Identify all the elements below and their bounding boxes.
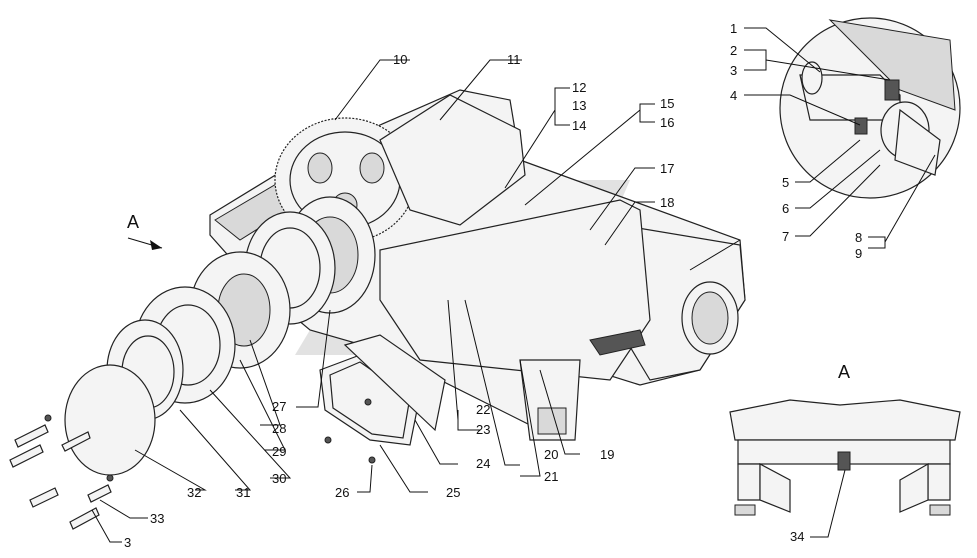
label-14: 14 [572, 118, 586, 133]
label-4: 4 [730, 88, 737, 103]
label-5: 5 [782, 175, 789, 190]
label-33: 33 [150, 511, 164, 526]
leader-lines [91, 27, 936, 543]
label-26: 26 [335, 485, 349, 500]
label-20: 20 [544, 447, 558, 462]
label-10: 10 [393, 52, 407, 67]
label-15: 15 [660, 96, 674, 111]
label-18: 18 [660, 195, 674, 210]
label-8: 8 [855, 230, 862, 245]
label-34: 34 [790, 529, 804, 544]
label-19: 19 [600, 447, 614, 462]
label-11: 11 [507, 52, 521, 67]
label-2: 2 [730, 43, 737, 58]
view-marker: A [127, 212, 139, 232]
label-24: 24 [476, 456, 490, 471]
label-21: 21 [544, 469, 558, 484]
view-arrow [127, 237, 163, 250]
label-22: 22 [476, 402, 490, 417]
label-30: 30 [272, 471, 286, 486]
label-32: 32 [187, 485, 201, 500]
bearing-seal-stack [64, 196, 376, 476]
part-labels: A A 1 2 3 4 5 6 7 8 9 10 11 12 13 14 15 … [124, 21, 862, 550]
label-29: 29 [272, 444, 286, 459]
label-13: 13 [572, 98, 586, 113]
label-3-bottom: 3 [124, 535, 131, 550]
label-27: 27 [272, 399, 286, 414]
bolts [9, 414, 114, 530]
label-25: 25 [446, 485, 460, 500]
label-1: 1 [730, 21, 737, 36]
label-23: 23 [476, 422, 490, 437]
detail-circle [779, 17, 961, 199]
label-12: 12 [572, 80, 586, 95]
label-6: 6 [782, 201, 789, 216]
label-17: 17 [660, 161, 674, 176]
label-3: 3 [730, 63, 737, 78]
label-7: 7 [782, 229, 789, 244]
label-31: 31 [236, 485, 250, 500]
label-9: 9 [855, 246, 862, 261]
detail-view-a [729, 399, 961, 516]
detail-title: A [838, 362, 850, 382]
label-16: 16 [660, 115, 674, 130]
inspection-cover [319, 334, 446, 464]
label-28: 28 [272, 421, 286, 436]
